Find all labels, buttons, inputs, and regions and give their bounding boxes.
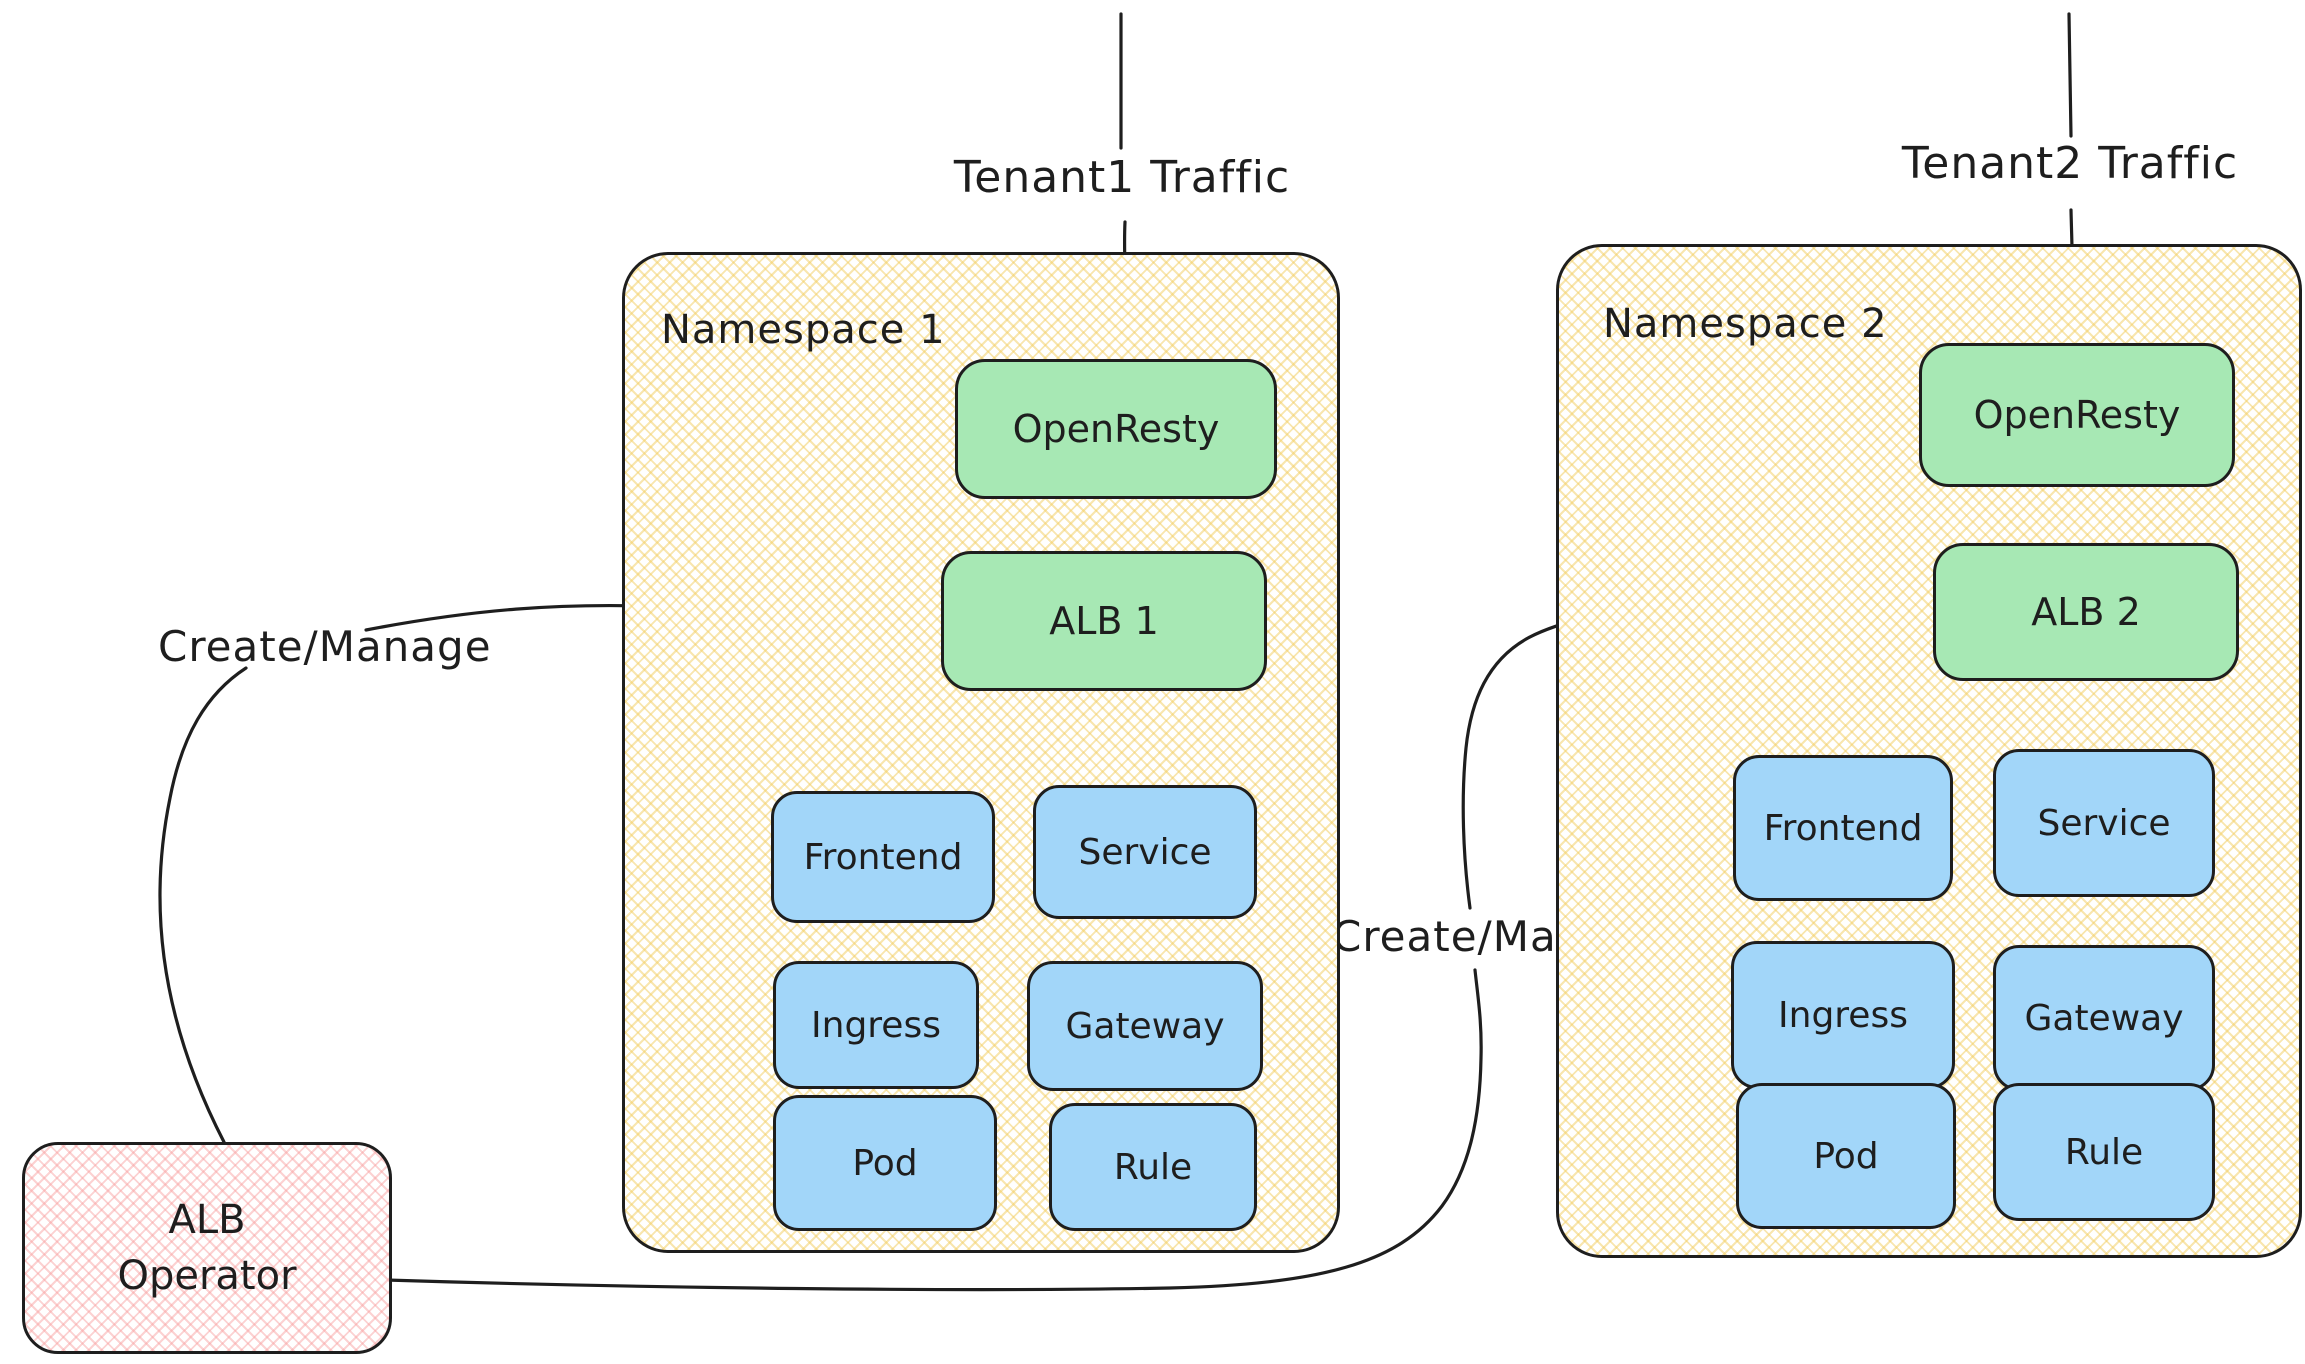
resource-box-ingress-2: Ingress [1731,941,1955,1089]
namespace-1-container: Namespace 1 OpenResty ALB 1 Frontend Ser… [622,252,1340,1253]
resource-box-frontend-2: Frontend [1733,755,1953,901]
tenant2-traffic-label: Tenant2 Traffic [1901,138,2239,189]
resource-box-rule-1: Rule [1049,1103,1257,1231]
resource-box-gateway-1: Gateway [1027,961,1263,1091]
resource-box-pod-2: Pod [1736,1083,1956,1229]
namespace-2-container: Namespace 2 OpenResty ALB 2 Frontend Ser… [1556,244,2302,1258]
resource-box-pod-1: Pod [773,1095,997,1231]
alb-operator-label-line1: ALB [168,1197,246,1243]
resource-box-service-1: Service [1033,785,1257,919]
resource-box-rule-2: Rule [1993,1083,2215,1221]
create-manage-left-curve-lower [158,666,248,1144]
create-manage-left-label: Create/Manage [158,622,492,671]
tenant2-arrow-top-segment [2067,12,2073,138]
openresty-1-box: OpenResty [955,359,1277,499]
namespace-1-title: Namespace 1 [661,307,946,353]
alb-1-box: ALB 1 [941,551,1267,691]
openresty-2-box: OpenResty [1919,343,2235,487]
namespace-2-title: Namespace 2 [1603,301,1888,347]
alb-operator-label-line2: Operator [117,1253,297,1299]
tenant1-traffic-label: Tenant1 Traffic [953,152,1291,203]
alb-operator-box: ALB Operator [22,1142,392,1354]
alb-2-box: ALB 2 [1933,543,2239,681]
resource-box-gateway-2: Gateway [1993,945,2215,1091]
resource-box-service-2: Service [1993,749,2215,897]
resource-box-frontend-1: Frontend [771,791,995,923]
resource-box-ingress-1: Ingress [773,961,979,1089]
